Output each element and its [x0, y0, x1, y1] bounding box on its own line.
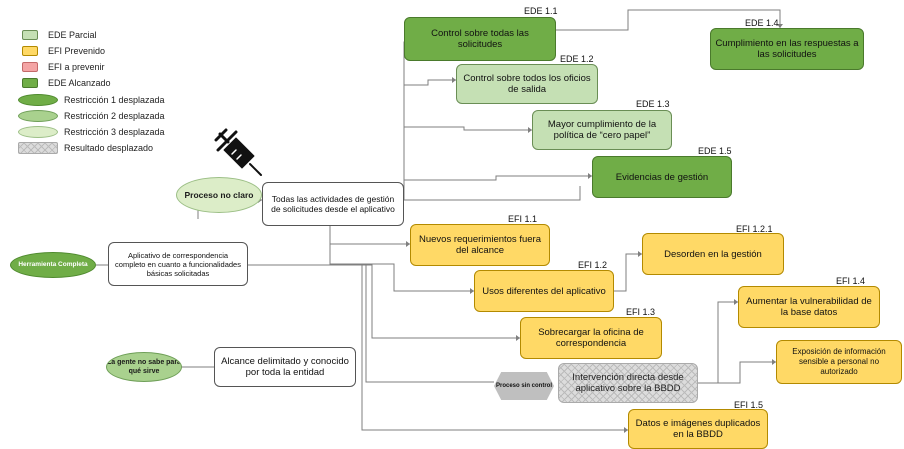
node-ede-1-3[interactable]: Mayor cumplimiento de la política de “ce…: [532, 110, 672, 150]
node-ede-1-5[interactable]: Evidencias de gestión: [592, 156, 732, 198]
legend-label: Resultado desplazado: [64, 143, 154, 153]
restriction-proceso-sin-control[interactable]: Proceso sin control: [494, 372, 554, 400]
legend-label: EFI a prevenir: [48, 62, 105, 72]
legend-item-ede-alcanzado: EDE Alcanzado: [22, 76, 111, 90]
node-efi-1-2-1[interactable]: Desorden en la gestión: [642, 233, 784, 275]
node-ede-1-2[interactable]: Control sobre todos los oficios de salid…: [456, 64, 598, 104]
legend-label: Restricción 3 desplazada: [64, 127, 165, 137]
node-efi-1-2[interactable]: Usos diferentes del aplicativo: [474, 270, 614, 312]
legend-item-efi-prevenido: EFI Prevenido: [22, 44, 105, 58]
node-efi-1-4[interactable]: Aumentar la vulnerabilidad de la base da…: [738, 286, 880, 328]
legend-item-efi-a-prevenir: EFI a prevenir: [22, 60, 105, 74]
restriction-proceso-no-claro[interactable]: Proceso no claro: [176, 177, 262, 213]
node-intervencion-directa[interactable]: Intervención directa desde aplicativo so…: [558, 363, 698, 403]
node-efi-1-5[interactable]: Datos e imágenes duplicados en la BBDD: [628, 409, 768, 449]
legend-swatch: [22, 30, 38, 40]
legend-label: Restricción 1 desplazada: [64, 95, 165, 105]
node-code: EDE 1.1: [524, 6, 558, 16]
node-code: EDE 1.5: [698, 146, 732, 156]
node-code: EDE 1.2: [560, 54, 594, 64]
restriction-gente-no-sabe[interactable]: La gente no sabe para qué sirve: [106, 352, 182, 382]
legend-item-resultado-desplazado: Resultado desplazado: [18, 141, 153, 155]
legend-swatch: [22, 46, 38, 56]
legend-label: EFI Prevenido: [48, 46, 106, 56]
node-code: EDE 1.4: [745, 18, 779, 28]
legend-ellipse: [18, 94, 58, 106]
legend-item-ede-parcial: EDE Parcial: [22, 28, 97, 42]
node-exposicion[interactable]: Exposición de información sensible a per…: [776, 340, 902, 384]
node-code: EFI 1.2: [578, 260, 608, 270]
node-efi-1-1[interactable]: Nuevos requerimientos fuera del alcance: [410, 224, 550, 266]
node-efi-1-3[interactable]: Sobrecargar la oficina de correspondenci…: [520, 317, 662, 359]
legend-swatch: [22, 78, 38, 88]
legend-item-restriccion-1: Restricción 1 desplazada: [18, 93, 165, 107]
node-code: EFI 1.3: [626, 307, 656, 317]
legend-label: EDE Parcial: [48, 30, 97, 40]
node-code: EFI 1.2.1: [736, 224, 773, 234]
node-code: EDE 1.3: [636, 99, 670, 109]
node-code: EFI 1.1: [508, 214, 538, 224]
node-code: EFI 1.5: [734, 400, 764, 410]
restriction-herramienta-completa[interactable]: Herramienta Completa: [10, 252, 96, 278]
legend-ellipse: [18, 126, 58, 138]
legend-swatch: [22, 62, 38, 72]
syringe-icon: [214, 128, 262, 176]
legend-item-restriccion-2: Restricción 2 desplazada: [18, 109, 165, 123]
node-ede-1-4[interactable]: Cumplimiento en las respuestas a las sol…: [710, 28, 864, 70]
legend-ellipse: [18, 110, 58, 122]
node-ede-1-1[interactable]: Control sobre todas las solicitudes: [404, 17, 556, 61]
node-code: EFI 1.4: [836, 276, 866, 286]
legend-label: EDE Alcanzado: [48, 78, 111, 88]
node-aplicativo[interactable]: Aplicativo de correspondencia completo e…: [108, 242, 248, 286]
legend-hexagon: [18, 142, 58, 154]
legend-label: Restricción 2 desplazada: [64, 111, 165, 121]
node-main-activities[interactable]: Todas las actividades de gestión de soli…: [262, 182, 404, 226]
node-alcance[interactable]: Alcance delimitado y conocido por toda l…: [214, 347, 356, 387]
legend-item-restriccion-3: Restricción 3 desplazada: [18, 125, 165, 139]
